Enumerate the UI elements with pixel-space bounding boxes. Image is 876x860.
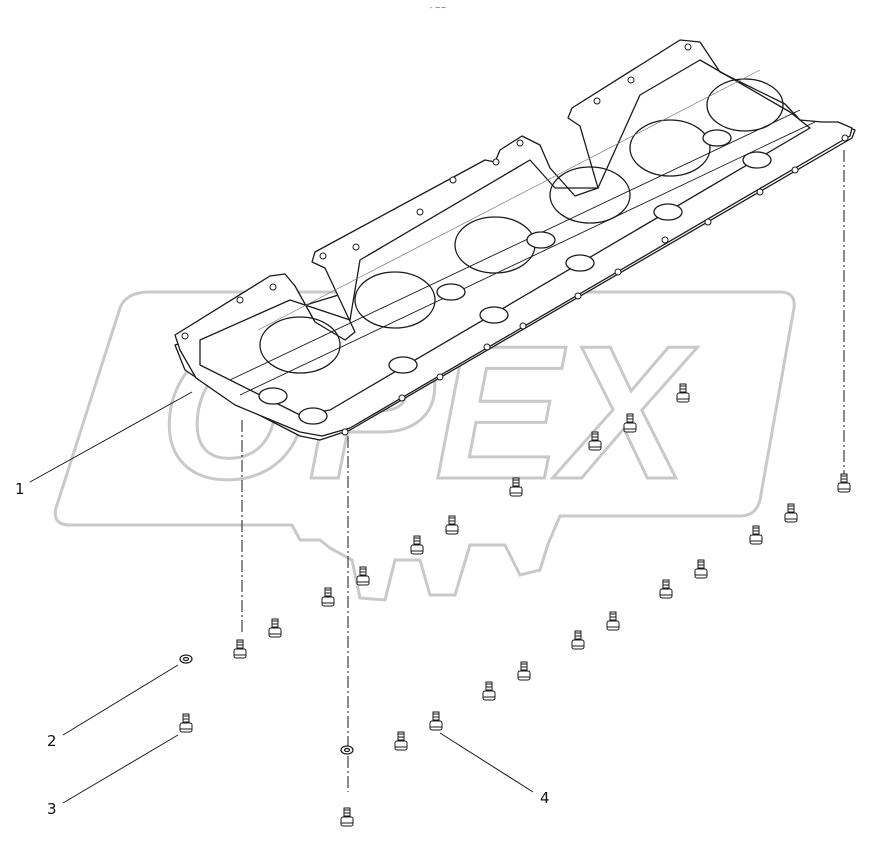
top-mark: - ~~ [430,4,447,12]
bolt [179,713,193,733]
part-1-cover [174,39,856,441]
bolt [482,681,496,701]
bolt [784,503,798,523]
washer-hole [343,747,351,753]
washers [179,654,354,755]
bolt [429,711,443,731]
bolt [694,559,708,579]
callout-4: 4 [540,789,550,807]
bolt [268,618,282,638]
bolt [517,661,531,681]
bolt [394,731,408,751]
callout-1: 1 [15,480,25,498]
bolt [410,535,424,555]
bolt [571,630,585,650]
bolt [233,639,247,659]
leader-lines [29,391,534,804]
centerlines [241,150,845,792]
bolt [659,579,673,599]
bolt [749,525,763,545]
bolt [321,587,335,607]
washer-hole [182,656,190,662]
bolt [606,611,620,631]
bolt [340,807,354,827]
bolt [837,473,851,493]
callout-3: 3 [47,800,57,818]
bolt [356,566,370,586]
callout-2: 2 [47,732,57,750]
